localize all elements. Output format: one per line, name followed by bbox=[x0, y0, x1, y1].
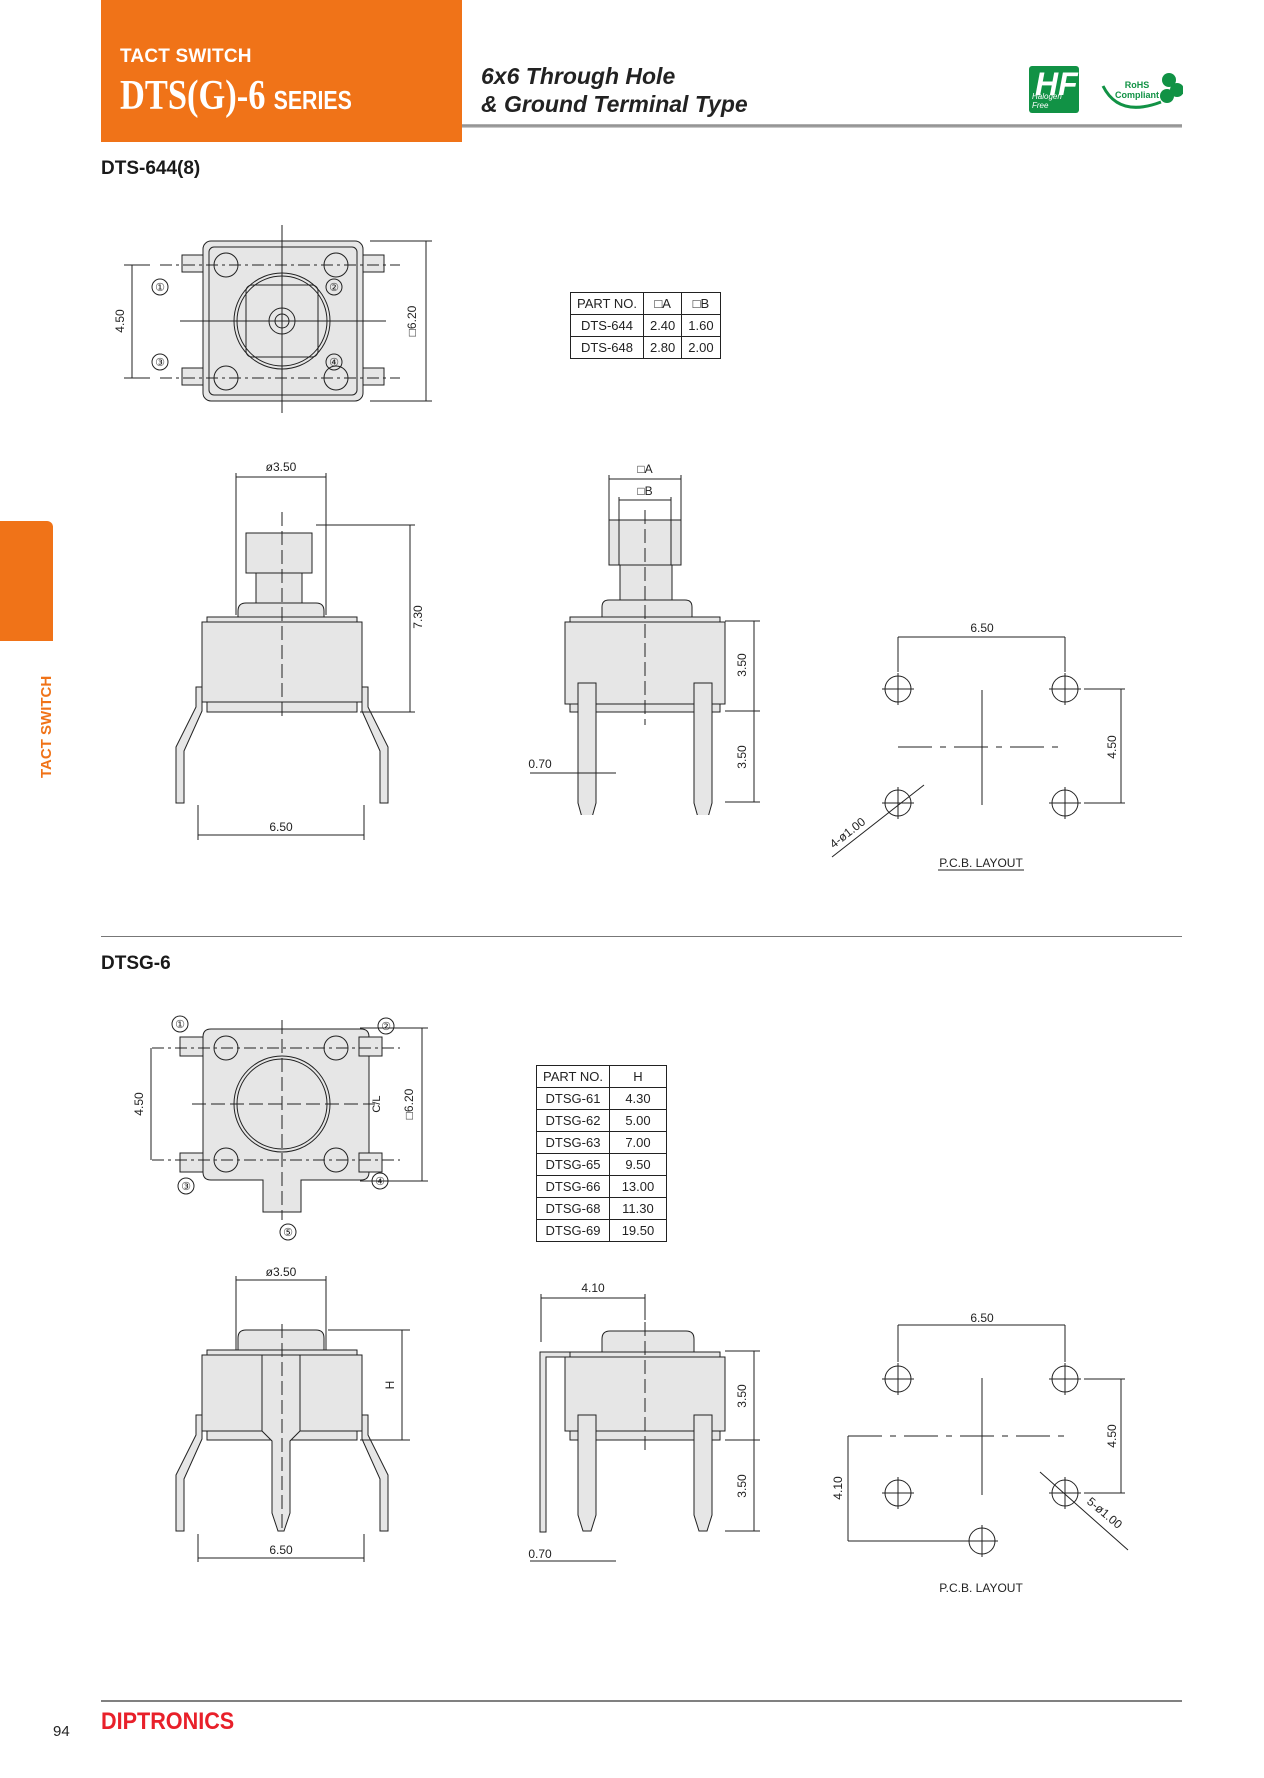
svg-text:C/L: C/L bbox=[371, 1095, 383, 1112]
dts644-top-view: ① ② ③ ④ 4.50 □6.20 bbox=[113, 225, 432, 413]
header-rule bbox=[462, 124, 1182, 128]
footer-rule bbox=[101, 1700, 1182, 1702]
table-header-row: PART NO.□A□B bbox=[570, 292, 721, 315]
svg-text:3.50: 3.50 bbox=[735, 1474, 749, 1498]
svg-text:③: ③ bbox=[181, 1181, 191, 1193]
svg-text:ø3.50: ø3.50 bbox=[266, 1265, 297, 1279]
svg-text:4.50: 4.50 bbox=[1105, 735, 1119, 759]
side-tab-label: TACT SWITCH bbox=[38, 675, 55, 778]
svg-text:②: ② bbox=[329, 282, 339, 294]
dim-pitch: 4.50 bbox=[113, 309, 127, 333]
svg-text:6.50: 6.50 bbox=[970, 1311, 994, 1325]
table-header-row: PART NO.H bbox=[536, 1065, 667, 1088]
hf-mark: HF bbox=[1035, 66, 1078, 102]
svg-text:6.50: 6.50 bbox=[269, 1543, 293, 1557]
svg-text:②: ② bbox=[381, 1021, 391, 1033]
svg-text:□6.20: □6.20 bbox=[402, 1088, 416, 1119]
dts644-side-view: □A □B 3.50 3.50 0.70 bbox=[528, 462, 760, 815]
section-title-dtsg6: DTSG-6 bbox=[101, 953, 171, 974]
svg-text:①: ① bbox=[155, 282, 165, 294]
halogen-free-badge: HF Halogen Free bbox=[1029, 66, 1079, 113]
pcb-caption: P.C.B. LAYOUT bbox=[939, 1581, 1023, 1595]
svg-text:④: ④ bbox=[329, 357, 339, 369]
section-title-dts644: DTS-644(8) bbox=[101, 158, 201, 179]
clover-icon bbox=[1101, 73, 1184, 109]
svg-text:ø3.50: ø3.50 bbox=[266, 460, 297, 474]
dtsg6-pcb-layout: 6.50 4.50 4.10 5-ø1.00 P.C.B. LAYOUT bbox=[831, 1311, 1129, 1595]
svg-text:4.10: 4.10 bbox=[831, 1476, 845, 1500]
header-banner bbox=[101, 0, 462, 142]
svg-text:5-ø1.00: 5-ø1.00 bbox=[1084, 1494, 1125, 1532]
svg-text:4.10: 4.10 bbox=[581, 1281, 605, 1295]
svg-text:3.50: 3.50 bbox=[735, 745, 749, 769]
dtsg6-side-view: 4.10 3.50 3.50 0.70 bbox=[528, 1281, 760, 1562]
svg-text:6.50: 6.50 bbox=[970, 621, 994, 635]
svg-text:⑤: ⑤ bbox=[283, 1227, 293, 1239]
section-divider bbox=[101, 936, 1182, 937]
svg-text:①: ① bbox=[175, 1019, 185, 1031]
pcb-caption: P.C.B. LAYOUT bbox=[939, 856, 1023, 870]
svg-text:3.50: 3.50 bbox=[735, 653, 749, 677]
header-kicker: TACT SWITCH bbox=[120, 46, 252, 67]
svg-text:③: ③ bbox=[155, 357, 165, 369]
svg-text:H: H bbox=[383, 1381, 397, 1390]
svg-text:④: ④ bbox=[375, 1176, 385, 1188]
dts644-pcb-layout: 6.50 4.50 4-ø1.00 P.C.B. LAYOUT bbox=[827, 621, 1125, 871]
dtsg6-front-view: ø3.50 H 6.50 bbox=[175, 1265, 410, 1562]
svg-text:□B: □B bbox=[637, 484, 652, 498]
hf-label: Halogen Free bbox=[1032, 92, 1062, 110]
svg-text:4.50: 4.50 bbox=[132, 1092, 146, 1116]
svg-text:0.70: 0.70 bbox=[528, 1547, 552, 1561]
series-name: DTS(G)-6 bbox=[120, 73, 266, 119]
subtitle: 6x6 Through Hole & Ground Terminal Type bbox=[481, 62, 748, 118]
page-number: 94 bbox=[53, 1723, 70, 1740]
svg-text:7.30: 7.30 bbox=[411, 605, 425, 629]
svg-text:0.70: 0.70 bbox=[528, 757, 552, 771]
svg-text:6.50: 6.50 bbox=[269, 820, 293, 834]
svg-text:4.50: 4.50 bbox=[1105, 1424, 1119, 1448]
dtsg6-top-view: ① ② ③ ④ ⑤ 4.50 □6.20 C/L bbox=[132, 1015, 428, 1241]
svg-text:3.50: 3.50 bbox=[735, 1384, 749, 1408]
subtitle-line-2: & Ground Terminal Type bbox=[481, 91, 748, 117]
dts644-front-view: ø3.50 7.30 6.50 bbox=[175, 460, 425, 840]
side-tab bbox=[0, 521, 53, 641]
svg-text:□A: □A bbox=[637, 462, 652, 476]
brand-logo: DIPTRONICS bbox=[101, 1708, 235, 1735]
dim-body: □6.20 bbox=[405, 305, 419, 336]
subtitle-line-1: 6x6 Through Hole bbox=[481, 63, 676, 89]
series-suffix: SERIES bbox=[273, 85, 352, 115]
